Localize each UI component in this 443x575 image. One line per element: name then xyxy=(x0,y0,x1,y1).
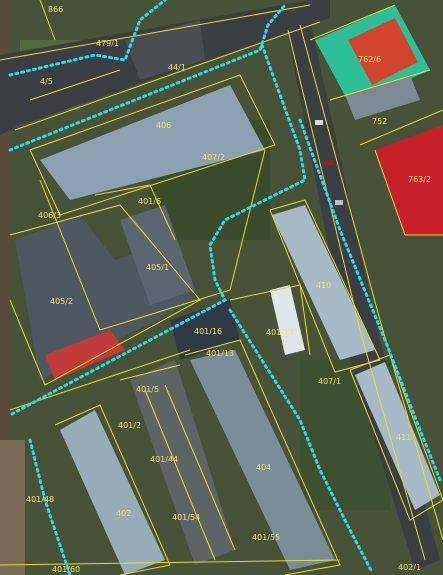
parcel-label: 401/16 xyxy=(194,327,222,336)
parcel-label: 401/55 xyxy=(252,533,280,542)
parcel-labels: 866 479/1 4/5 44/1 762/6 752 763/2 406 4… xyxy=(26,5,431,574)
building-401-6 xyxy=(120,205,195,305)
parcel-label: 401/44 xyxy=(150,455,178,464)
car xyxy=(325,160,333,165)
parcel-label: 401/13 xyxy=(206,349,234,358)
parcel-label: 401/6 xyxy=(138,197,161,206)
parcel-label: 752 xyxy=(372,117,387,126)
sports-court-orange xyxy=(348,18,418,85)
parcel-label: 407/1 xyxy=(318,377,341,386)
parcel-label: 763/2 xyxy=(408,175,431,184)
parcel-label: 401/48 xyxy=(26,495,54,504)
building-406 xyxy=(40,85,265,200)
red-roof-405 xyxy=(45,330,125,380)
parcel-label: 405/2 xyxy=(50,297,73,306)
parking-lot xyxy=(130,360,235,565)
parcel-label: 401/60 xyxy=(52,565,80,574)
left-soil-area xyxy=(0,440,25,575)
parcel-label: 479/1 xyxy=(96,39,119,48)
parcel-label: 401/2 xyxy=(118,421,141,430)
parcel-label: 411 xyxy=(396,433,411,442)
parcel-label: 401/17 xyxy=(266,328,294,337)
building-401-17 xyxy=(270,285,305,355)
parcel-label: 866 xyxy=(48,5,63,14)
left-edge-strip xyxy=(0,0,10,575)
parcel-label: 404 xyxy=(256,463,271,472)
parcel-label: 406 xyxy=(156,121,171,130)
parcel-label: 44/1 xyxy=(168,63,186,72)
building-402 xyxy=(60,410,165,575)
crosswalk-area xyxy=(125,20,205,80)
parcel-label: 410 xyxy=(316,281,331,290)
building-763-2 xyxy=(345,75,420,120)
building-404 xyxy=(190,350,335,570)
parcel-label: 762/6 xyxy=(358,55,381,64)
parcel-label: 401/5 xyxy=(136,385,159,394)
parcel-label: 402 xyxy=(116,509,131,518)
building-411 xyxy=(355,362,440,510)
parcel-752-highlight xyxy=(375,125,443,235)
building-410 xyxy=(272,205,375,360)
parcel-label: 402/1 xyxy=(398,563,421,572)
parcel-label: 401/54 xyxy=(172,513,200,522)
utility-route xyxy=(8,0,442,575)
parcel-label: 406/3 xyxy=(38,211,61,220)
parcel-label: 405/1 xyxy=(146,263,169,272)
car xyxy=(315,120,323,125)
parcel-label: 4/5 xyxy=(40,77,53,86)
parcel-label: 407/2 xyxy=(202,153,225,162)
car xyxy=(335,200,343,205)
